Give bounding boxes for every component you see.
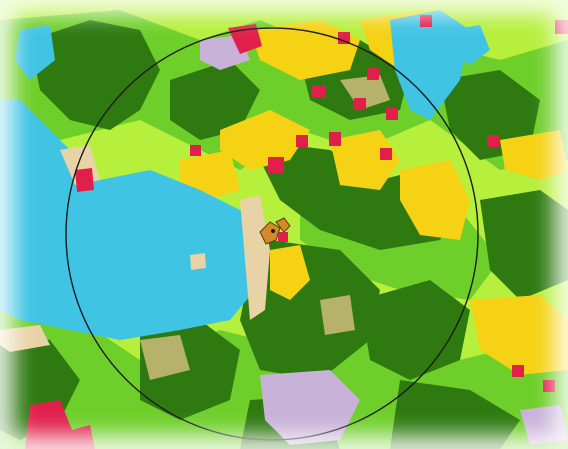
pond-east	[450, 25, 490, 65]
lake-north-west	[15, 25, 55, 80]
urban-layer	[25, 15, 568, 449]
site-marker-icon	[259, 217, 291, 245]
buffer-circle	[65, 27, 479, 441]
lake-north-east	[390, 10, 470, 120]
